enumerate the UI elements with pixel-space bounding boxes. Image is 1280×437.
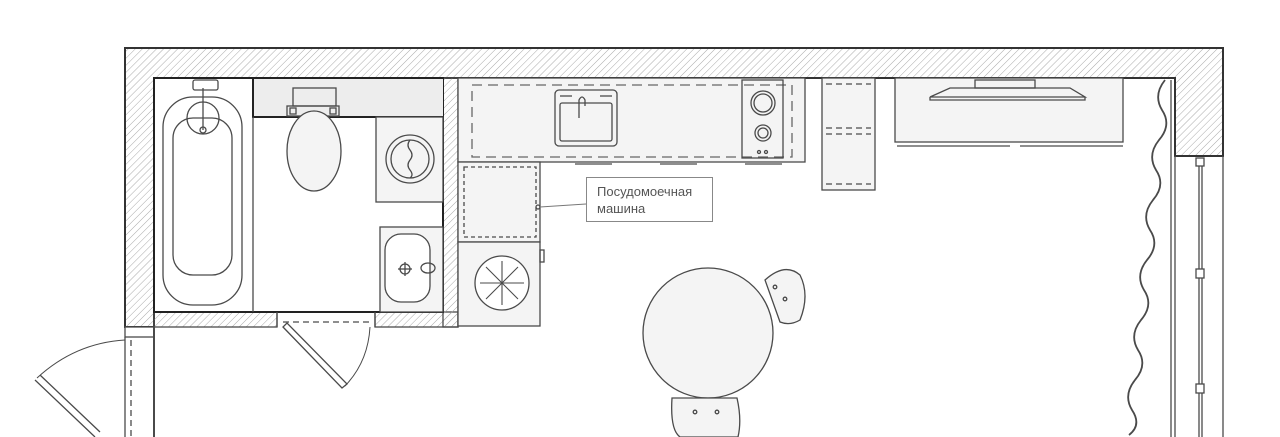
tv-unit <box>894 77 1124 147</box>
dishwasher-label: Посудомоечная машина <box>586 177 713 222</box>
window <box>1174 156 1224 437</box>
toilet <box>286 87 342 192</box>
chair <box>671 397 741 437</box>
cooktop <box>741 79 784 159</box>
washbasin <box>379 226 444 313</box>
washing-machine <box>375 116 444 203</box>
bathtub <box>162 79 243 306</box>
bathroom-door[interactable] <box>276 312 376 389</box>
storage-column <box>821 77 876 191</box>
dishwasher-label-line-1: Посудомоечная <box>597 184 693 199</box>
kitchen-sink <box>554 89 618 147</box>
bathroom <box>153 77 444 389</box>
entrance-door[interactable] <box>34 339 126 437</box>
dining-table <box>642 267 774 399</box>
fridge <box>457 241 545 327</box>
walls <box>124 47 1224 437</box>
curtain <box>1127 79 1172 437</box>
chair <box>764 268 806 325</box>
dishwasher <box>457 161 587 243</box>
kitchen <box>457 77 1124 437</box>
dishwasher-label-line-2: машина <box>597 201 646 216</box>
